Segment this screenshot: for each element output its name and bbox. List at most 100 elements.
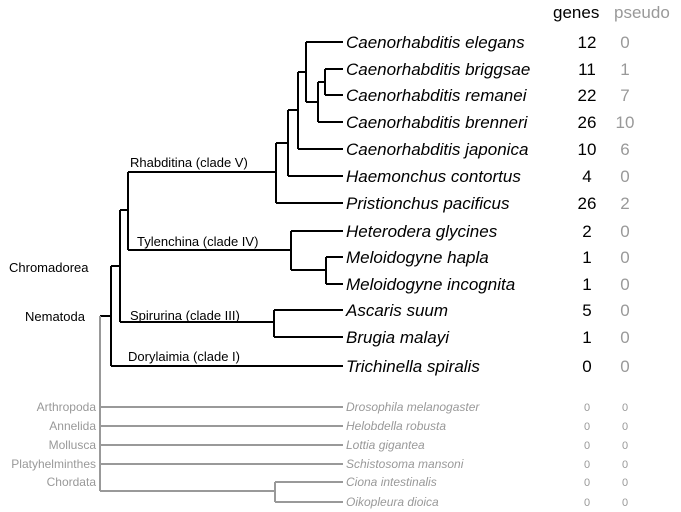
species-row: Pristionchus pacificus 26 2	[346, 194, 630, 213]
outgroup-row: Helobdella robusta 0 0	[346, 419, 628, 433]
species-row: Caenorhabditis japonica 10 6	[346, 140, 630, 159]
pseudo-count: 0	[620, 357, 629, 376]
species-name: Meloidogyne incognita	[346, 275, 515, 294]
branch-japonica-join	[297, 71, 343, 150]
outgroup-species-name: Helobdella robusta	[346, 419, 446, 433]
gene-count: 10	[578, 140, 597, 159]
species-name: Caenorhabditis brenneri	[346, 113, 529, 132]
pseudo-count: 1	[620, 60, 629, 79]
gene-count: 2	[582, 222, 591, 241]
species-row: Caenorhabditis briggsae 11 1	[346, 60, 630, 79]
species-name: Meloidogyne hapla	[346, 248, 489, 267]
pseudo-count: 0	[622, 459, 628, 471]
clade-label-dorylaimia: Dorylaimia (clade I)	[128, 349, 240, 364]
outgroup-species-name: Lottia gigantea	[346, 438, 425, 452]
gene-count: 11	[578, 60, 596, 79]
gene-count: 22	[578, 86, 597, 105]
branch-clade-iv-v	[120, 172, 129, 250]
gene-count: 0	[582, 357, 591, 376]
species-name: Caenorhabditis briggsae	[346, 60, 530, 79]
outgroup-row: Drosophila melanogaster 0 0	[346, 400, 628, 414]
species-name: Pristionchus pacificus	[346, 194, 510, 213]
outgroup-species-name: Drosophila melanogaster	[346, 400, 480, 414]
species-name: Brugia malayi	[346, 328, 450, 347]
pseudo-count: 7	[620, 86, 629, 105]
gene-count: 0	[584, 497, 590, 509]
species-name: Caenorhabditis japonica	[346, 140, 528, 159]
species-name: Haemonchus contortus	[346, 167, 521, 186]
species-row: Caenorhabditis remanei 22 7	[346, 86, 630, 105]
branch-haemonchus-join	[287, 109, 343, 177]
pseudo-count: 0	[620, 248, 629, 267]
species-row: Trichinella spiralis 0 0	[346, 357, 630, 376]
pseudo-count: 2	[620, 194, 629, 213]
clade-label-rhabditina: Rhabditina (clade V)	[130, 155, 248, 170]
pseudo-count: 0	[622, 440, 628, 452]
pseudo-count: 0	[620, 301, 629, 320]
pseudo-count: 0	[620, 222, 629, 241]
outgroup-row: Oikopleura dioica 0 0	[346, 495, 628, 509]
gene-count: 0	[584, 402, 590, 414]
genes-header: genes	[553, 3, 599, 22]
species-name: Ascaris suum	[345, 301, 448, 320]
species-name: Caenorhabditis elegans	[346, 33, 525, 52]
branch-pristionchus-join	[275, 142, 343, 204]
gene-count: 12	[578, 33, 597, 52]
species-row: Meloidogyne incognita 1 0	[346, 275, 630, 294]
group-label-chromadorea: Chromadorea	[9, 260, 89, 275]
gene-count: 1	[582, 328, 591, 347]
species-name: Caenorhabditis remanei	[346, 86, 528, 105]
clade-label-tylenchina: Tylenchina (clade IV)	[137, 234, 258, 249]
pseudo-count: 0	[622, 421, 628, 433]
gene-count: 26	[578, 194, 597, 213]
gene-count: 0	[584, 459, 590, 471]
gene-count: 0	[584, 421, 590, 433]
species-row: Ascaris suum 5 0	[345, 301, 630, 320]
species-name: Heterodera glycines	[346, 222, 498, 241]
pseudo-count: 6	[620, 140, 629, 159]
branch-brenneri-join	[317, 81, 343, 123]
group-label-nematoda: Nematoda	[25, 309, 86, 324]
pseudo-count: 0	[622, 402, 628, 414]
branch-ascaris-brugia	[273, 309, 343, 338]
outgroup-branches	[99, 316, 343, 503]
group-label-chordata: Chordata	[47, 475, 97, 489]
nematode-branches	[100, 41, 343, 367]
clade-label-spirurina: Spirurina (clade III)	[130, 308, 240, 323]
gene-count: 4	[582, 167, 591, 186]
pseudo-count: 0	[622, 477, 628, 489]
species-row: Caenorhabditis brenneri 26 10	[346, 113, 634, 132]
species-row: Brugia malayi 1 0	[346, 328, 630, 347]
branch-briggsae-remanei	[324, 68, 343, 96]
group-label-arthropoda: Arthropoda	[37, 400, 97, 414]
gene-count: 0	[584, 440, 590, 452]
species-name: Trichinella spiralis	[346, 357, 480, 376]
group-label-platyhelminthes: Platyhelminthes	[11, 457, 96, 471]
pseudo-header: pseudo	[614, 3, 670, 22]
pseudo-count: 0	[622, 497, 628, 509]
outgroup-row: Schistosoma mansoni 0 0	[346, 457, 628, 471]
branch-clade-iii-join	[111, 210, 121, 322]
pseudo-count: 0	[620, 328, 629, 347]
branch-ciona-oikopleura	[274, 481, 343, 503]
pseudo-count: 0	[620, 167, 629, 186]
gene-count: 1	[582, 275, 591, 294]
branch-meloidogyne	[325, 256, 343, 285]
outgroup-row: Ciona intestinalis 0 0	[346, 475, 628, 489]
group-label-mollusca: Mollusca	[49, 438, 97, 452]
species-row: Haemonchus contortus 4 0	[346, 167, 630, 186]
pseudo-count: 0	[620, 33, 629, 52]
branch-heterodera-join	[290, 230, 343, 271]
pseudo-count: 10	[616, 113, 635, 132]
gene-count: 0	[584, 477, 590, 489]
outgroup-species-name: Ciona intestinalis	[346, 475, 437, 489]
species-row: Caenorhabditis elegans 12 0	[346, 33, 630, 52]
outgroup-row: Lottia gigantea 0 0	[346, 438, 628, 452]
gene-count: 26	[578, 113, 597, 132]
pseudo-count: 0	[620, 275, 629, 294]
outgroup-species-name: Oikopleura dioica	[346, 495, 439, 509]
gene-count: 5	[582, 301, 591, 320]
species-row: Heterodera glycines 2 0	[346, 222, 630, 241]
gene-count: 1	[582, 248, 591, 267]
